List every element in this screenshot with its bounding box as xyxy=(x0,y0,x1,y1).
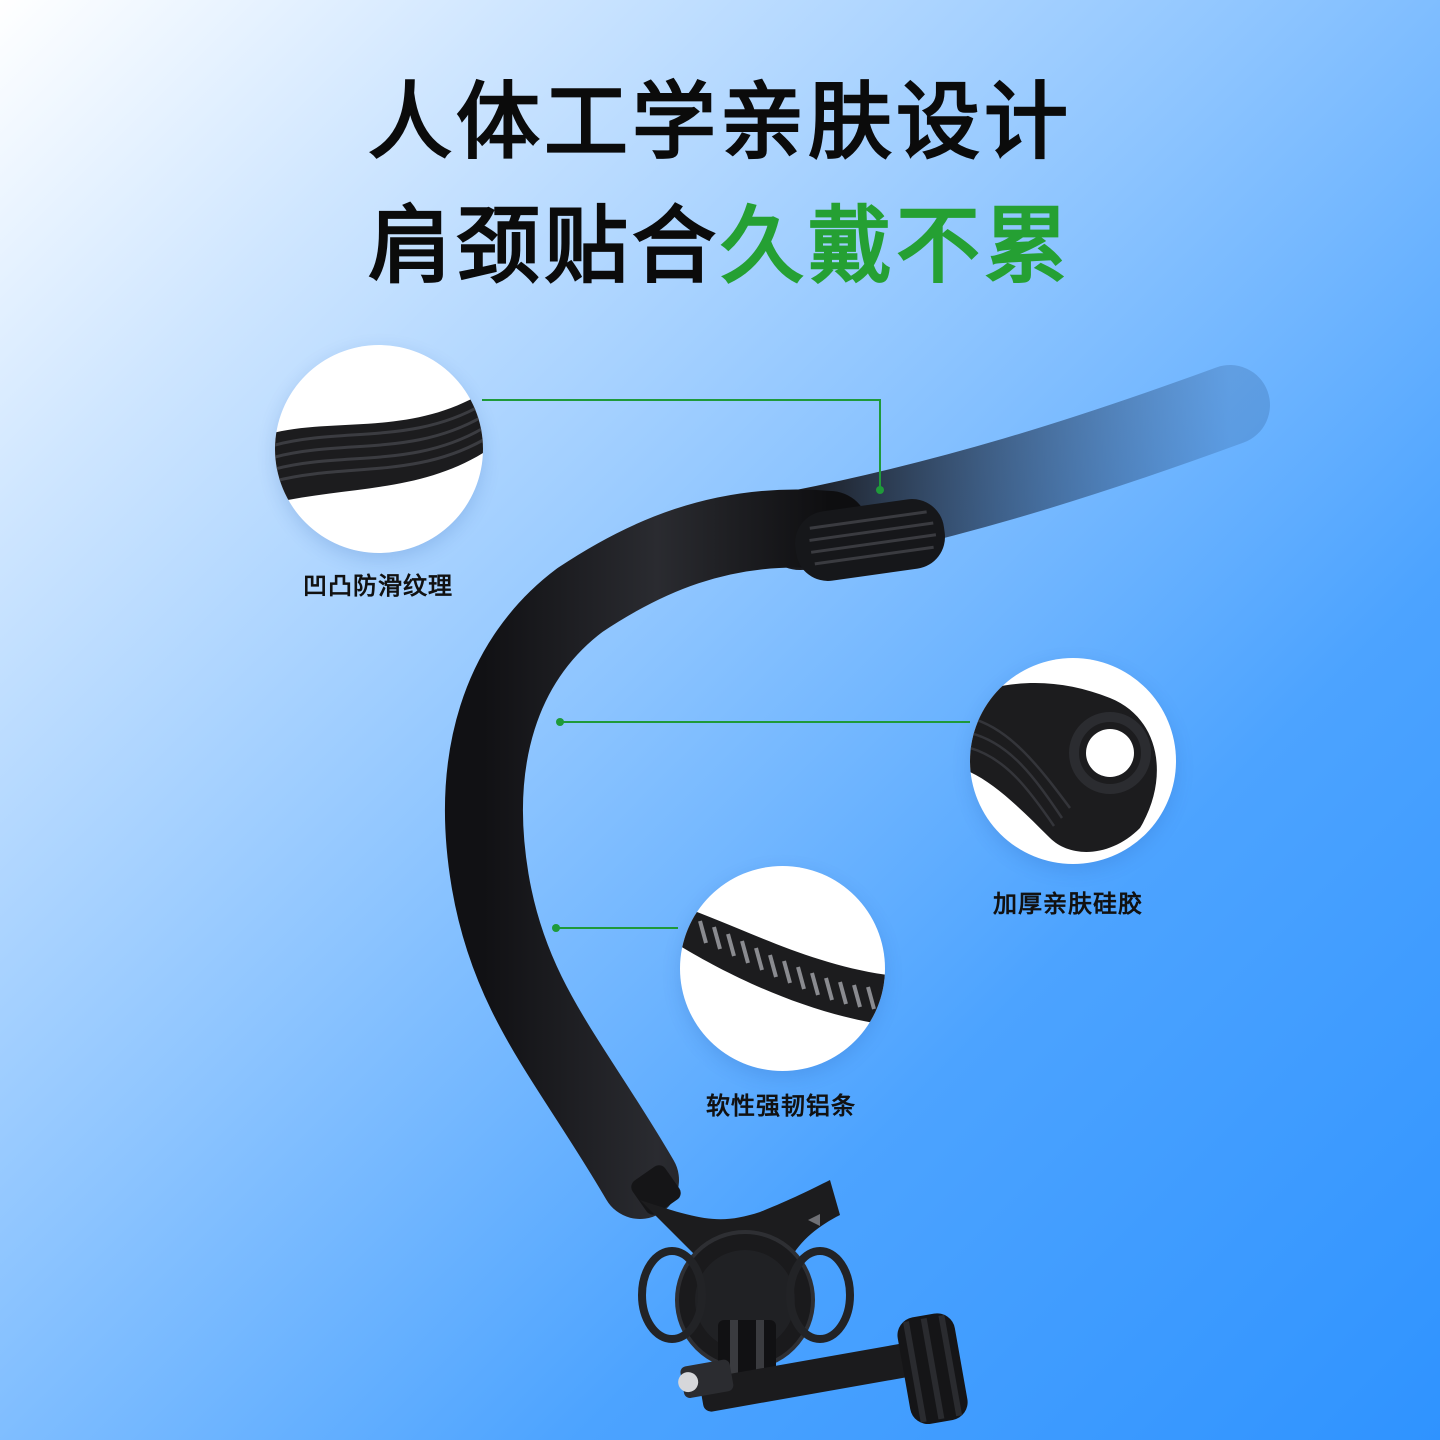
thumb-screw-rod xyxy=(699,1342,921,1412)
textured-band-detail-icon xyxy=(275,392,483,503)
mount-head xyxy=(640,1180,840,1260)
neck-band xyxy=(445,489,869,1219)
silicone-loop-detail-icon xyxy=(970,683,1157,852)
feature-caption-aluminum: 软性强韧铝条 xyxy=(706,1092,856,1120)
callout-dot-silicone xyxy=(556,718,564,726)
callout-lines xyxy=(482,399,970,929)
screw-bolt-end xyxy=(678,1359,734,1398)
direction-arrow-icon xyxy=(808,1214,820,1226)
feature-caption-texture: 凹凸防滑纹理 xyxy=(303,572,453,600)
thumb-screw-knob xyxy=(897,1313,968,1425)
aluminum-coil-detail-icon xyxy=(680,906,885,1025)
strap-loop-left xyxy=(638,1247,706,1343)
detail-circle-aluminum xyxy=(680,866,885,1071)
coil-spring xyxy=(698,920,876,1010)
detail-circle-texture xyxy=(275,345,483,553)
callout-dot-aluminum xyxy=(552,924,560,932)
strap-loop-right xyxy=(786,1247,854,1343)
detail-circle-silicone xyxy=(970,658,1176,864)
headline-subtitle-main: 肩颈贴合 xyxy=(367,197,720,295)
callout-dot-texture xyxy=(876,486,884,494)
callout-line-texture xyxy=(482,399,881,490)
feature-caption-silicone: 加厚亲肤硅胶 xyxy=(993,890,1143,918)
headline-subtitle: 肩颈贴合久戴不累 xyxy=(0,196,1440,296)
headline-title: 人体工学亲肤设计 xyxy=(367,73,1072,171)
headline-subtitle-accent: 久戴不累 xyxy=(720,197,1073,295)
